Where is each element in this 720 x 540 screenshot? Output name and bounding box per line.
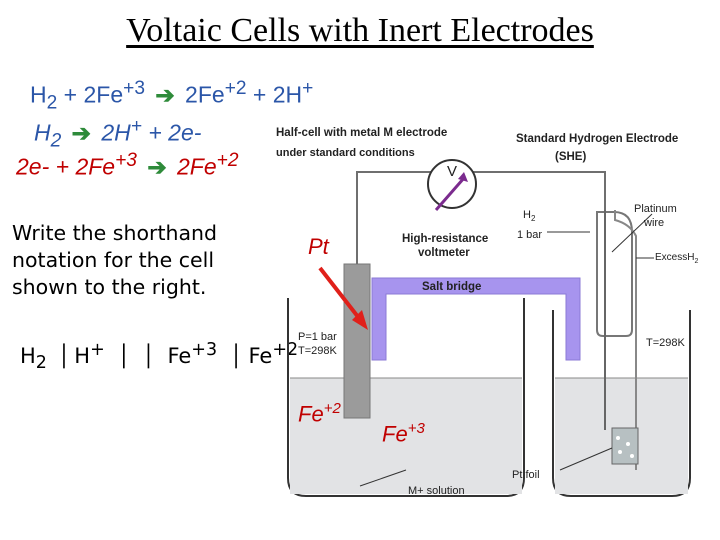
- left-beaker: [287, 298, 525, 497]
- left-temperature-label: T=298K: [298, 345, 337, 357]
- pt-red-arrowhead-icon: [352, 310, 368, 330]
- h2-bubble: [626, 442, 630, 446]
- pt-foil-label: Pt foil: [512, 469, 540, 481]
- right-temperature-label: T=298K: [646, 337, 685, 349]
- h2-inlet-tube: [614, 210, 637, 470]
- fe2-annotation: Fe+2: [298, 400, 341, 427]
- pt-foil-pointer: [559, 447, 613, 471]
- she-glass-tube: [596, 211, 633, 337]
- pt-foil: [611, 427, 639, 465]
- voltmeter-label-2: voltmeter: [418, 247, 470, 259]
- platinum-wire-label-2: wire: [643, 217, 664, 229]
- right-beaker: [552, 310, 691, 497]
- left-electrode: [343, 263, 371, 419]
- left-halfcell-title: Half-cell with metal M electrode: [276, 127, 447, 139]
- h2-bubble: [616, 436, 620, 440]
- she-title: Standard Hydrogen Electrode: [516, 133, 678, 145]
- salt-bridge: [371, 277, 581, 361]
- left-wire: [356, 171, 437, 264]
- right-wire: [467, 171, 606, 210]
- reaction-arrow-icon: ➔: [71, 119, 91, 146]
- platinum-wire-label: Platinum: [634, 203, 677, 215]
- pt-annotation: Pt: [308, 234, 329, 259]
- salt-bridge-label: Salt bridge: [422, 281, 481, 293]
- h2-label: H2: [523, 209, 536, 223]
- voltmeter-needle-tip: [458, 172, 468, 182]
- overall-equation: H2 + 2Fe+3 ➔ 2Fe+2 + 2H+: [30, 78, 314, 114]
- h2-pressure-label: 1 bar: [517, 229, 542, 241]
- h2-bubble: [618, 450, 622, 454]
- reaction-arrow-icon: ➔: [147, 153, 167, 180]
- slide-title: Voltaic Cells with Inert Electrodes: [126, 12, 594, 49]
- voltaic-cell-diagram: V Half-cell with metal M electrode under…: [276, 127, 698, 497]
- left-solution: [290, 378, 522, 494]
- h2-bubble: [630, 454, 634, 458]
- left-pressure-label: P=1 bar: [298, 331, 337, 343]
- reduction-half-reaction: 2e- + 2Fe+3 ➔ 2Fe+2: [16, 150, 239, 180]
- question-prompt: Write the shorthand notation for the cel…: [12, 221, 218, 299]
- excess-h2-label: ExcessH2: [655, 252, 698, 265]
- voltmeter-label: High-resistance: [402, 233, 488, 245]
- voltmeter-symbol: V: [447, 163, 457, 180]
- pt-red-arrow: [318, 266, 364, 324]
- m-solution-label: M+ solution: [408, 485, 465, 497]
- platinum-wire-pointer: [611, 213, 653, 253]
- reaction-arrow-icon: ➔: [155, 81, 175, 108]
- voltmeter-needle: [434, 177, 466, 211]
- oxidation-half-reaction: H2 ➔ 2H+ + 2e-: [34, 116, 202, 152]
- fe3-annotation: Fe+3: [382, 420, 425, 447]
- shorthand-notation: H2 │H+ ││ Fe+3 │Fe+2: [20, 340, 299, 374]
- left-halfcell-subtitle: under standard conditions: [276, 147, 415, 159]
- she-abbreviation: (SHE): [555, 151, 586, 163]
- m-solution-pointer: [359, 469, 407, 487]
